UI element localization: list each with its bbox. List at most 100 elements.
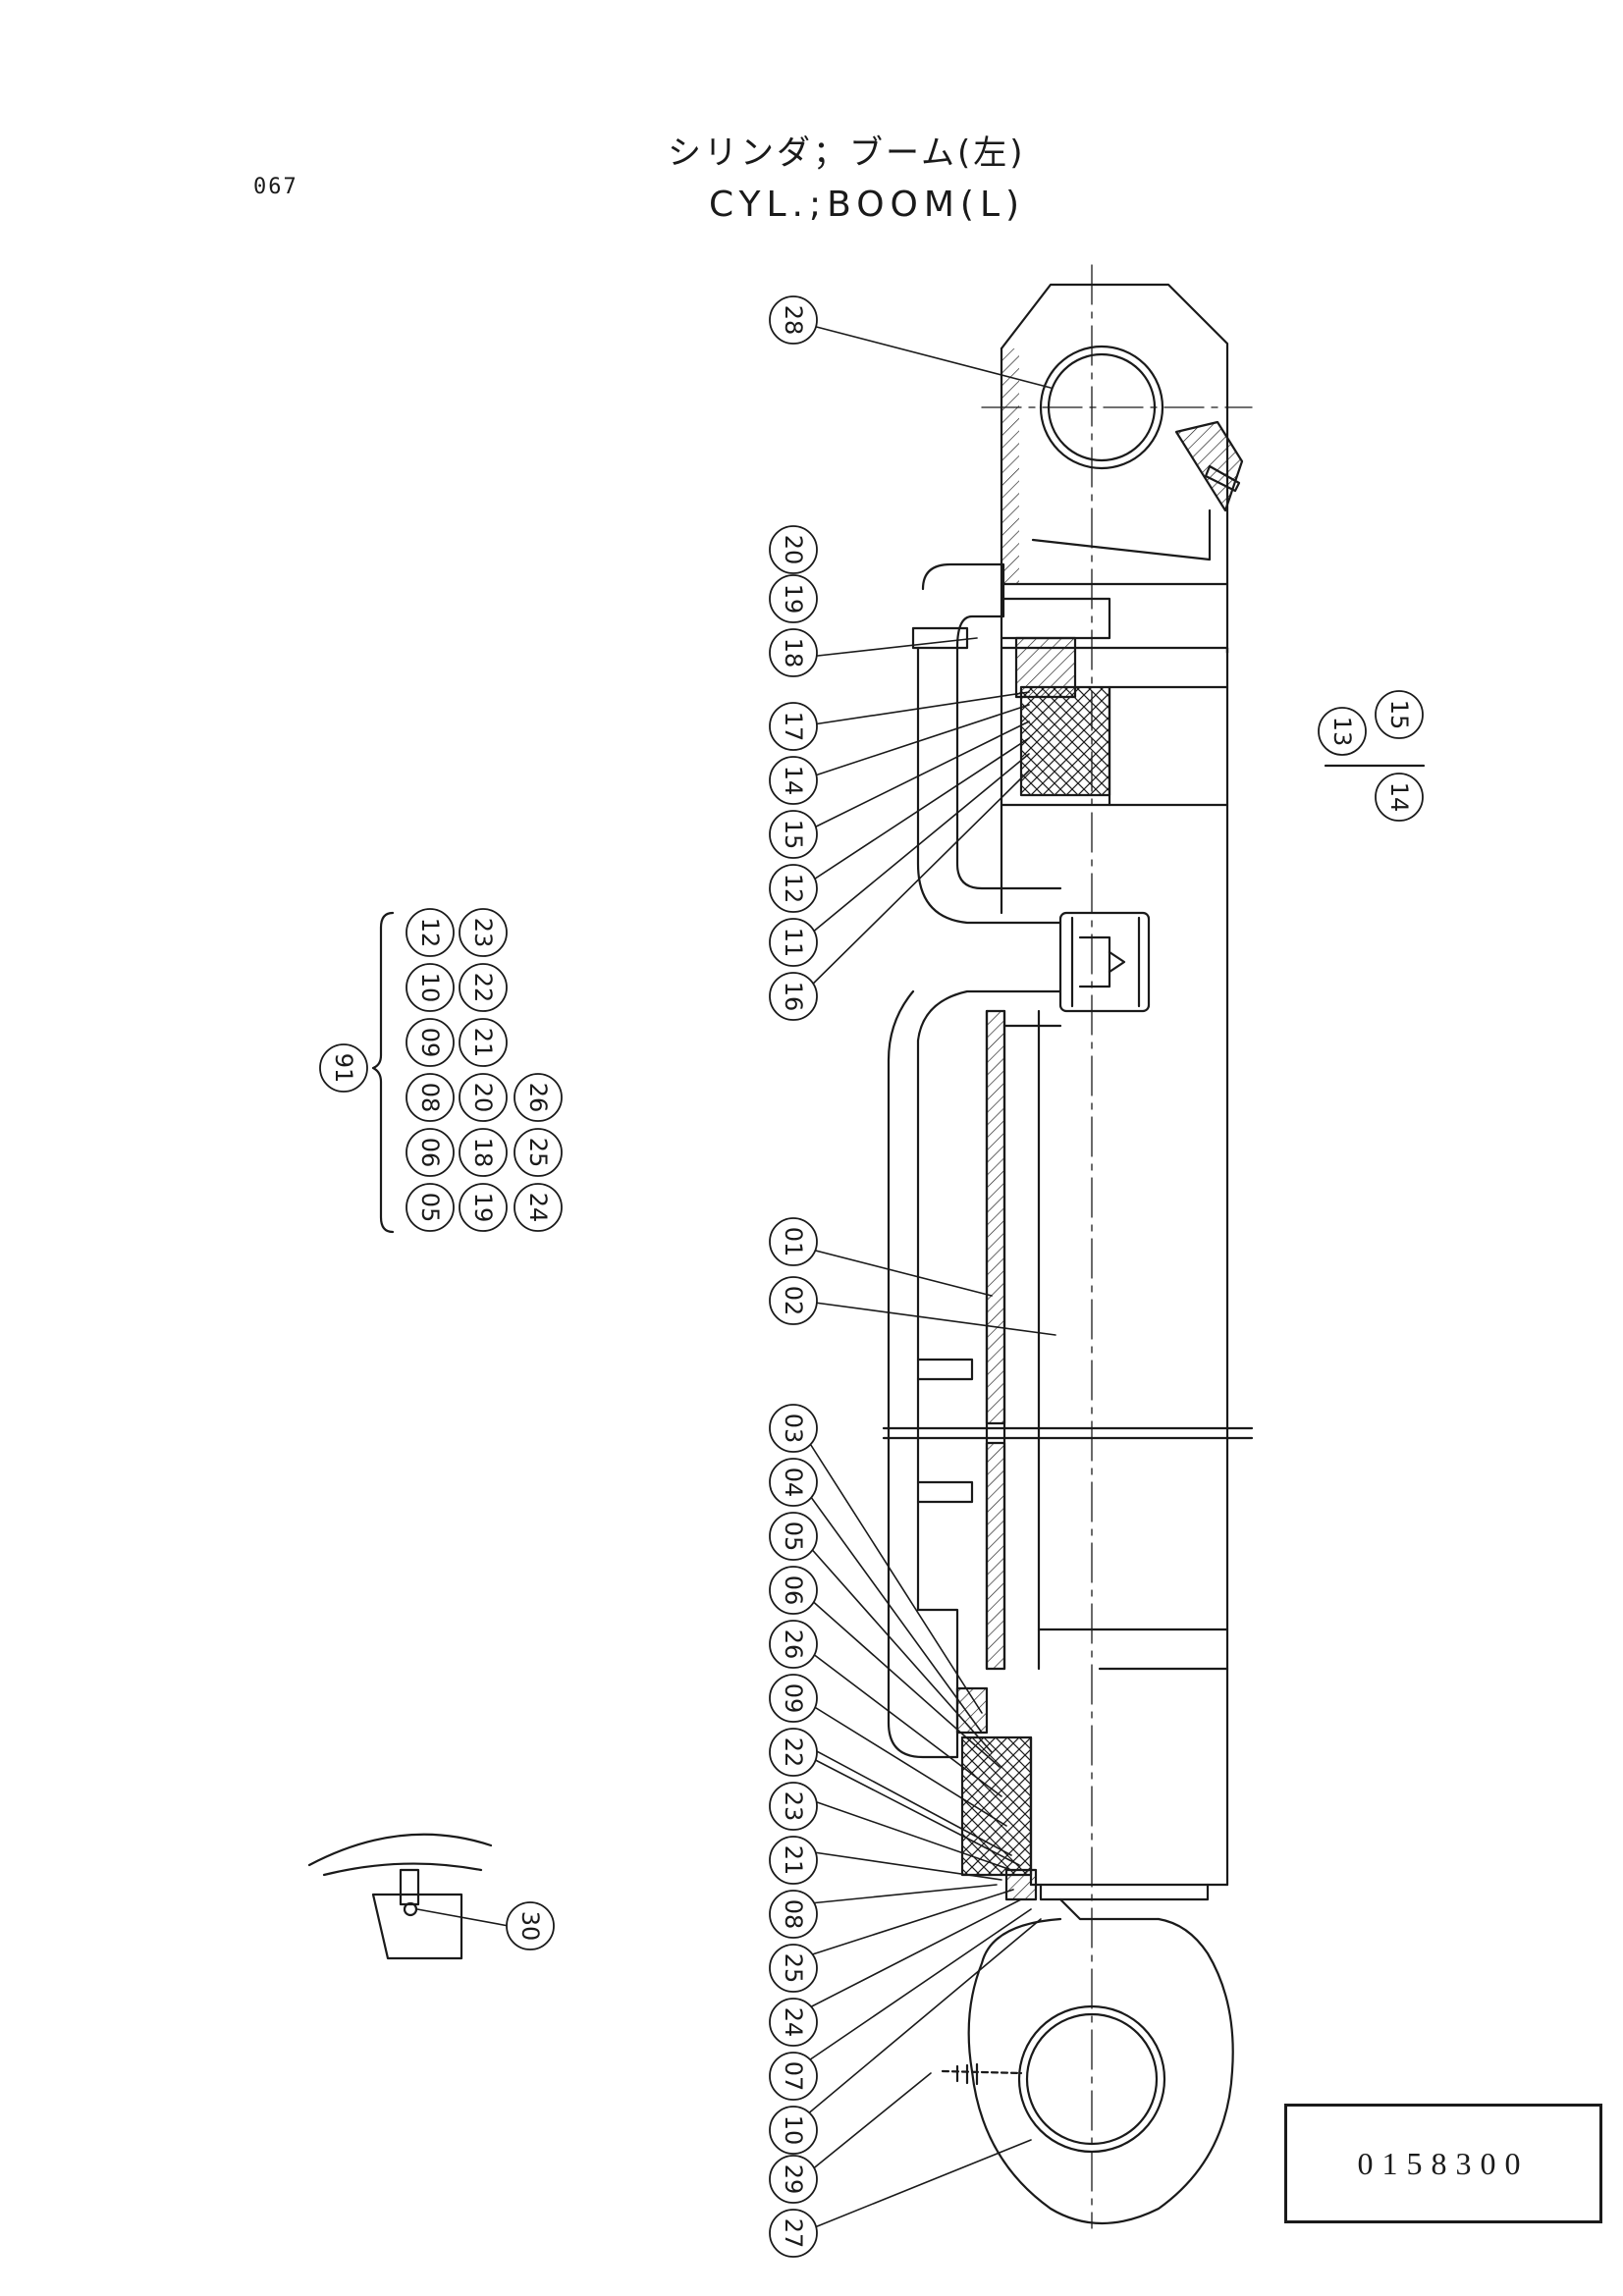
- callout-upper-group-label: 20: [780, 535, 807, 565]
- callout-detail: 30: [506, 1901, 555, 1950]
- callout-kit-item: 25: [514, 1128, 563, 1177]
- callout-upper-label: 16: [780, 982, 807, 1012]
- callout-tube: 01: [769, 1217, 818, 1266]
- callout-kit-item-label: 19: [469, 1193, 497, 1223]
- callout-upper-group-label: 18: [780, 638, 807, 668]
- part-number-box: 0158300: [1284, 2104, 1602, 2223]
- callout-kit-item-label: 26: [524, 1083, 552, 1113]
- callout-kit-item: 09: [406, 1018, 455, 1067]
- callout-detail-label: 30: [516, 1911, 544, 1942]
- callout-kit-item: 06: [406, 1128, 455, 1177]
- callout-upper-group-label: 19: [780, 584, 807, 614]
- callout-kit-item-label: 10: [416, 973, 444, 1003]
- callout-upper-label: 11: [780, 928, 807, 958]
- callout-lower-label: 05: [780, 1522, 807, 1552]
- callout-kit-label-label: 91: [330, 1053, 357, 1084]
- page-number: 067: [253, 175, 298, 199]
- callout-right-top: 13: [1318, 707, 1367, 756]
- callout-kit-item: 08: [406, 1073, 455, 1122]
- callout-upper-label: 17: [780, 712, 807, 742]
- callout-upper: 11: [769, 918, 818, 967]
- callout-lower: 07: [769, 2052, 818, 2101]
- callout-upper: 16: [769, 972, 818, 1021]
- callout-lower: 24: [769, 1998, 818, 2047]
- callout-kit-item: 20: [459, 1073, 508, 1122]
- callout-kit-item-label: 21: [469, 1028, 497, 1058]
- callout-right-bottom: 14: [1375, 773, 1424, 822]
- callout-upper: 14: [769, 756, 818, 805]
- callout-right-bottom-label: 14: [1385, 782, 1413, 813]
- callout-kit-item: 21: [459, 1018, 508, 1067]
- callout-lower-label: 07: [780, 2061, 807, 2092]
- callout-kit-item-label: 12: [416, 918, 444, 948]
- callout-top-eye: 28: [769, 295, 818, 345]
- callout-upper-group: 18: [769, 628, 818, 677]
- callout-kit-item: 19: [459, 1183, 508, 1232]
- callout-upper: 17: [769, 702, 818, 751]
- top-eye: [981, 283, 1253, 655]
- callout-kit-item-label: 06: [416, 1138, 444, 1168]
- callout-upper: 15: [769, 810, 818, 859]
- callout-upper: 12: [769, 864, 818, 913]
- callout-lower: 22: [769, 1728, 818, 1777]
- callout-lower: 25: [769, 1944, 818, 1993]
- callout-lower-label: 24: [780, 2007, 807, 2038]
- port-block: [1058, 911, 1151, 1013]
- callout-lower-label: 08: [780, 1899, 807, 1930]
- callout-lower-label: 23: [780, 1791, 807, 1822]
- bottom-eye: [941, 1917, 1234, 2224]
- callout-kit-item-label: 23: [469, 918, 497, 948]
- callout-kit-label: 91: [319, 1043, 368, 1093]
- upper-pipe: [887, 562, 1062, 1612]
- callout-lower-label: 25: [780, 1953, 807, 1984]
- callout-bottom-eye: 27: [769, 2209, 818, 2258]
- callout-lower: 21: [769, 1836, 818, 1885]
- kit-bracket: [371, 911, 395, 1234]
- callout-lower: 05: [769, 1512, 818, 1561]
- callout-kit-item-label: 24: [524, 1193, 552, 1223]
- callout-grease-nipple-label: 29: [780, 2164, 807, 2195]
- callout-kit-item: 18: [459, 1128, 508, 1177]
- callout-layer: 28 18 19 20 17 14 15 12 11 16 01 02 03 04 05 06 26 09 22 23…: [319, 295, 1424, 2258]
- leader-lines: [416, 323, 1056, 2234]
- callout-tube-label: 01: [780, 1227, 807, 1257]
- callout-lower: 09: [769, 1674, 818, 1723]
- callout-lower: 03: [769, 1404, 818, 1453]
- cylinder-tube: [882, 646, 1254, 1671]
- callout-lower-label: 21: [780, 1845, 807, 1876]
- callout-kit-item-label: 05: [416, 1193, 444, 1223]
- callout-upper-label: 14: [780, 766, 807, 796]
- callout-lower: 10: [769, 2106, 818, 2155]
- callout-lower: 26: [769, 1620, 818, 1669]
- callout-tube-label: 02: [780, 1286, 807, 1316]
- callout-top-eye-label: 28: [780, 305, 807, 336]
- callout-kit-item-label: 25: [524, 1138, 552, 1168]
- title-japanese: シリンダ；ブーム(左): [668, 133, 1026, 173]
- callout-kit-item-label: 20: [469, 1083, 497, 1113]
- callout-upper-label: 12: [780, 874, 807, 904]
- callout-kit-item: 10: [406, 963, 455, 1012]
- callout-bottom-eye-label: 27: [780, 2218, 807, 2249]
- callout-kit-item: 23: [459, 908, 508, 957]
- callout-tube: 02: [769, 1276, 818, 1325]
- callout-lower-label: 06: [780, 1575, 807, 1606]
- detail-view: [307, 1833, 493, 1960]
- callout-kit-item-label: 09: [416, 1028, 444, 1058]
- callout-grease-nipple: 29: [769, 2155, 818, 2204]
- callout-lower-label: 10: [780, 2115, 807, 2146]
- callout-kit-item-label: 08: [416, 1083, 444, 1113]
- callout-lower-label: 26: [780, 1629, 807, 1660]
- callout-right-top-label: 13: [1328, 717, 1356, 747]
- callout-lower-label: 09: [780, 1683, 807, 1714]
- callout-kit-item: 26: [514, 1073, 563, 1122]
- callout-lower: 06: [769, 1566, 818, 1615]
- callout-kit-item: 05: [406, 1183, 455, 1232]
- callout-kit-item: 24: [514, 1183, 563, 1232]
- callout-right-top: 15: [1375, 690, 1424, 739]
- callout-lower: 08: [769, 1890, 818, 1939]
- callout-kit-item: 22: [459, 963, 508, 1012]
- title-english: CYL.;BOOM(L): [709, 185, 1026, 225]
- callout-lower: 04: [769, 1458, 818, 1507]
